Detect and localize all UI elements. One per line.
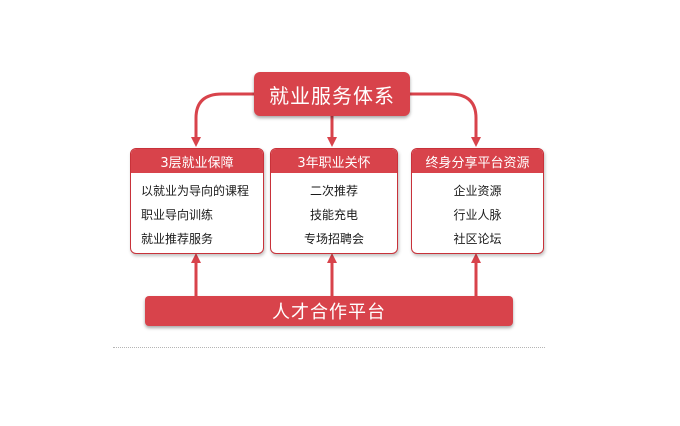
diagram-title: 就业服务体系 bbox=[254, 72, 410, 116]
panel-item: 职业导向训练 bbox=[141, 208, 214, 222]
panel-header: 3年职业关怀 bbox=[271, 149, 397, 173]
dotted-divider bbox=[113, 347, 545, 348]
panel-item: 行业人脉 bbox=[453, 208, 502, 222]
panel-item: 技能充电 bbox=[309, 208, 358, 222]
panel-item: 社区论坛 bbox=[453, 232, 502, 246]
talent-platform-bar: 人才合作平台 bbox=[145, 296, 513, 326]
panel-header: 3层就业保障 bbox=[131, 149, 263, 173]
panel-item: 就业推荐服务 bbox=[141, 232, 214, 246]
panel-employment-guarantee: 3层就业保障 以就业为导向的课程 职业导向训练 就业推荐服务 bbox=[130, 148, 264, 254]
panel-header: 终身分享平台资源 bbox=[412, 149, 543, 173]
panel-lifetime-resources: 终身分享平台资源 企业资源 行业人脉 社区论坛 bbox=[411, 148, 544, 254]
panel-item: 二次推荐 bbox=[309, 184, 358, 198]
arrow-title-to-left bbox=[191, 92, 254, 147]
panel-career-care: 3年职业关怀 二次推荐 技能充电 专场招聘会 bbox=[270, 148, 398, 254]
panel-item: 企业资源 bbox=[453, 184, 502, 198]
arrow-title-to-right bbox=[410, 92, 481, 147]
panel-item: 专场招聘会 bbox=[303, 232, 364, 246]
panel-item: 以就业为导向的课程 bbox=[141, 184, 250, 198]
